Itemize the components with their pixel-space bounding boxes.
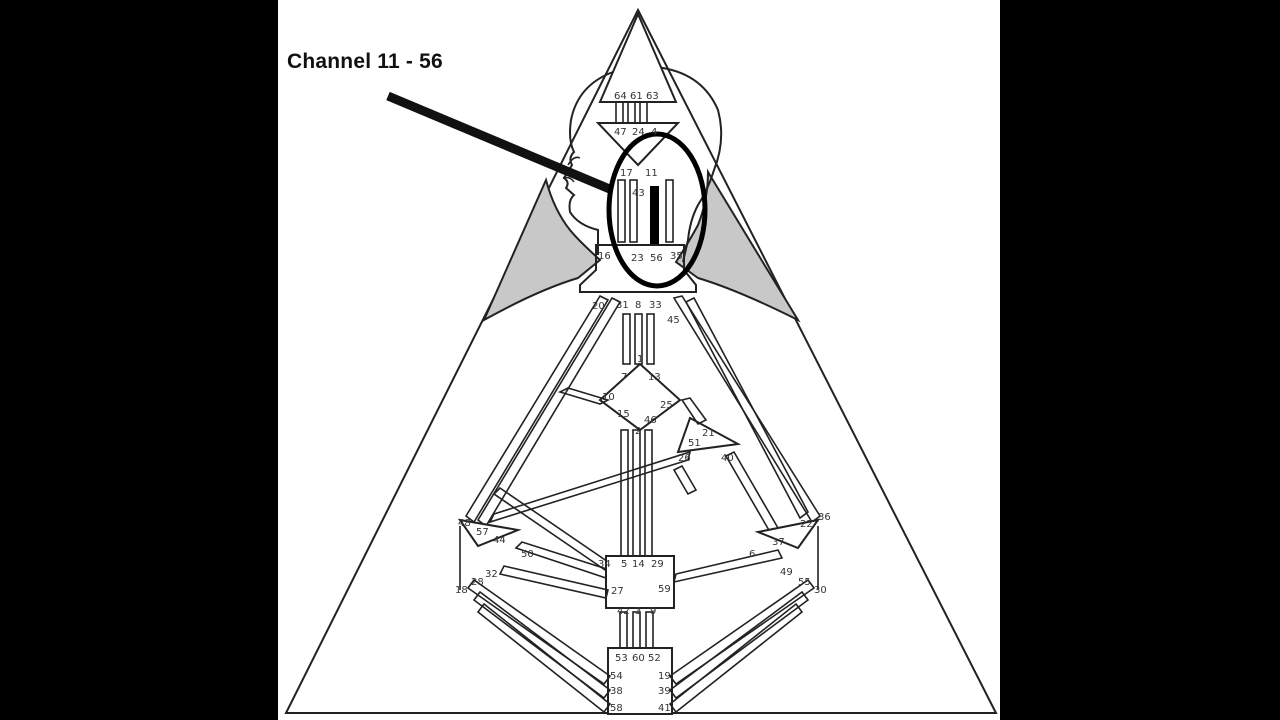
- left-outer-channels: [464, 294, 622, 528]
- gate-label: 6: [749, 549, 755, 560]
- gate-label: 16: [598, 251, 611, 262]
- sacral-center: [605, 555, 675, 609]
- gate-label: 15: [617, 409, 630, 420]
- gate-label: 27: [611, 586, 624, 597]
- root-center: [607, 647, 673, 715]
- highlight-ellipse: [606, 131, 708, 289]
- gate-label: 34: [598, 559, 611, 570]
- gate-label: 55: [798, 577, 811, 588]
- gate-label: 25: [660, 400, 673, 411]
- callout-pointer: [386, 91, 614, 195]
- face-detail: [562, 156, 581, 183]
- diagram-panel: Channel 11 - 56: [278, 0, 1000, 720]
- gate-label: 10: [602, 392, 615, 403]
- gate-label: 59: [658, 584, 671, 595]
- gate-label: 14: [632, 559, 645, 570]
- solar-plexus-center: [754, 518, 821, 550]
- gate-label: 58: [610, 703, 623, 714]
- gate-label: 5: [621, 559, 627, 570]
- throat-center: [579, 244, 697, 293]
- gate-label: 40: [721, 453, 734, 464]
- head-center: [598, 11, 678, 103]
- gate-label: 63: [646, 91, 659, 102]
- gate-label: 8: [635, 300, 641, 311]
- left-shoulder: [481, 177, 602, 323]
- gate-label: 32: [485, 569, 498, 580]
- gate-label: 11: [645, 168, 658, 179]
- gate-labels: 64 61 63 47 24 4 17 11 43 16 23 56 35 20…: [455, 91, 831, 714]
- gate-label: 7: [621, 372, 627, 383]
- sacral-root-channels: [619, 611, 654, 649]
- gate-label: 9: [650, 606, 656, 617]
- gate-label: 64: [614, 91, 627, 102]
- gate-label: 3: [635, 606, 641, 617]
- gate-label: 1: [637, 354, 643, 365]
- gate-label: 45: [667, 315, 680, 326]
- spleen-center: [457, 518, 522, 548]
- gate-label: 23: [631, 253, 644, 264]
- gate-label: 43: [632, 188, 645, 199]
- gate-label: 17: [620, 168, 633, 179]
- gate-label: 35: [670, 251, 683, 262]
- channel-11-56: [650, 186, 659, 244]
- gate-label: 42: [617, 606, 630, 617]
- gate-label: 26: [678, 453, 691, 464]
- gate-label: 52: [648, 653, 661, 664]
- right-outer-channels: [672, 295, 822, 524]
- gate-label: 61: [630, 91, 643, 102]
- ajna-throat-channels: [617, 179, 674, 243]
- gate-label: 57: [476, 527, 489, 538]
- gate-label: 2: [635, 426, 641, 437]
- gate-label: 60: [632, 653, 645, 664]
- gate-label: 22: [800, 519, 813, 530]
- gate-label: 38: [610, 686, 623, 697]
- gate-label: 54: [610, 671, 623, 682]
- gate-label: 30: [814, 585, 827, 596]
- gate-label: 39: [658, 686, 671, 697]
- side-channels: [459, 526, 819, 599]
- gate-label: 36: [818, 512, 831, 523]
- gate-label: 41: [658, 703, 671, 714]
- head-ajna-channels: [615, 101, 648, 124]
- gate-label: 51: [688, 438, 701, 449]
- gate-label: 18: [455, 585, 468, 596]
- gate-label: 20: [592, 301, 605, 312]
- gate-label: 4: [651, 127, 657, 138]
- gate-label: 21: [702, 428, 715, 439]
- callout-title: Channel 11 - 56: [287, 50, 443, 73]
- gate-label: 56: [650, 253, 663, 264]
- left-root-channels: [466, 578, 612, 714]
- gate-label: 29: [651, 559, 664, 570]
- heart-center: [676, 416, 742, 454]
- gate-label: 28: [471, 577, 484, 588]
- gate-label: 47: [614, 127, 627, 138]
- gate-label: 48: [458, 518, 471, 529]
- gate-label: 31: [616, 300, 629, 311]
- gate-label: 44: [493, 535, 506, 546]
- gate-label: 24: [632, 127, 645, 138]
- throat-g-channels: [622, 313, 655, 365]
- bodygraph-diagram: 64 61 63 47 24 4 17 11 43 16 23 56 35 20…: [284, 7, 998, 715]
- gate-label: 37: [772, 537, 785, 548]
- g-sacral-channels: [620, 429, 653, 557]
- gate-label: 46: [644, 415, 657, 426]
- gate-label: 13: [648, 372, 661, 383]
- head-silhouette-icon: [562, 65, 723, 263]
- right-root-channels: [668, 578, 816, 714]
- gate-label: 50: [521, 549, 534, 560]
- gate-label: 53: [615, 653, 628, 664]
- gate-label: 49: [780, 567, 793, 578]
- gate-label: 33: [649, 300, 662, 311]
- gate-label: 19: [658, 671, 671, 682]
